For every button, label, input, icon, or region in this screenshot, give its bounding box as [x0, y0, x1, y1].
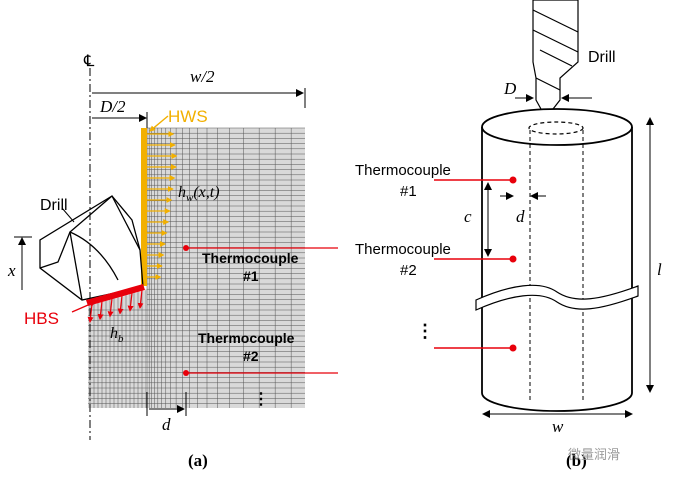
tc1-number-b: #1 — [400, 183, 417, 200]
tc2-label-a: Thermocouple — [198, 330, 295, 346]
dim-d-label-a: d — [162, 415, 171, 434]
centerline-symbol: ℄ — [83, 53, 95, 70]
watermark: 微量润滑 — [568, 448, 621, 463]
hbs-label: HBS — [24, 309, 59, 328]
fe-mesh — [86, 127, 308, 412]
hws-label: HWS — [168, 107, 208, 126]
hws-pointer — [149, 115, 169, 132]
drill-pointer-a — [61, 207, 75, 223]
tc1-label-a: Thermocouple — [202, 250, 299, 266]
tc2-point-b — [509, 255, 517, 263]
tc1-number-a: #1 — [243, 268, 259, 284]
drill-b — [532, 0, 579, 120]
tc1-point-b — [509, 176, 517, 184]
tc2-point-a — [183, 370, 189, 376]
dim-d-label-b: d — [516, 207, 525, 226]
panel-b: Drill D Thermocouple #1 Thermocouple #2 … — [355, 0, 662, 470]
dim-w-label: w — [552, 417, 564, 436]
dim-x-label: x — [7, 261, 16, 280]
caption-a: (a) — [188, 451, 208, 470]
workpiece-cylinder — [481, 108, 633, 412]
drill-label-a: Drill — [40, 197, 68, 214]
dim-w-half-label: w/2 — [190, 67, 215, 86]
tc1-label-b: Thermocouple — [355, 162, 451, 179]
drill-label-b: Drill — [588, 49, 616, 66]
more-dots-b: ⋮ — [416, 321, 434, 341]
hws-formula: hw(x,t) — [178, 184, 220, 204]
cylinder-break — [475, 284, 639, 311]
dim-D-label: D — [503, 79, 517, 98]
hws-wall-strip — [141, 128, 147, 286]
tc3-point-b — [509, 344, 517, 352]
hws-flux-arrows — [147, 131, 178, 280]
tc2-number-b: #2 — [400, 262, 417, 279]
more-dots-a: ⋮ — [253, 391, 269, 408]
hbs-formula: hb — [110, 325, 124, 345]
tc2-number-a: #2 — [243, 348, 259, 364]
tc2-label-b: Thermocouple — [355, 241, 451, 258]
dim-l-label: l — [657, 260, 662, 279]
dim-d-half-label: D/2 — [99, 97, 126, 116]
tc1-point-a — [183, 245, 189, 251]
hbs-face — [86, 284, 145, 306]
drill-hole — [528, 121, 584, 135]
hbs-flux-arrows — [71, 289, 144, 323]
panel-a: ℄ w/2 D/2 HWS hw(x,t) Drill x H — [7, 53, 338, 470]
caption-b: (b) — [566, 451, 587, 470]
dim-c-label: c — [464, 207, 472, 226]
